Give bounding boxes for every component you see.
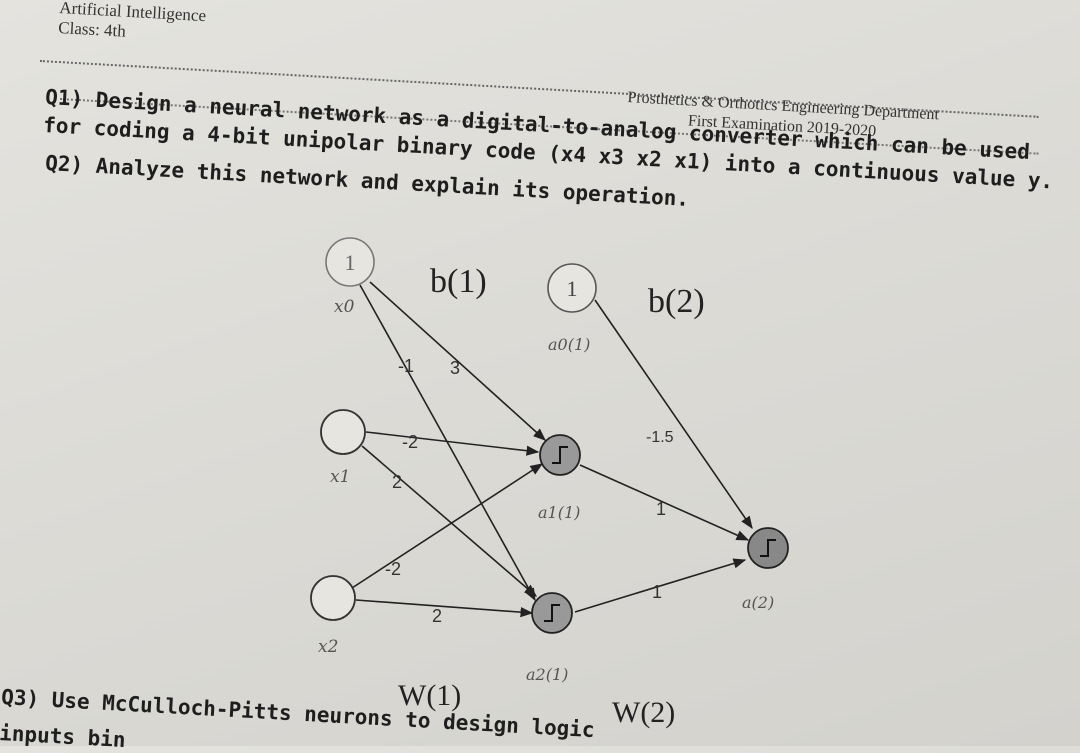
label-a2-1: a2(1)	[526, 665, 568, 684]
label-W2: W(2)	[612, 696, 675, 729]
label-a-2: a(2)	[742, 593, 774, 612]
weight-b2-out: -1.5	[646, 429, 674, 446]
edge-a2-out	[574, 558, 747, 613]
bias-node-2-label: 1	[567, 276, 578, 301]
input-node-x1	[320, 409, 366, 455]
bias-node-1	[325, 237, 375, 287]
weight-x0-a2: -1	[398, 356, 414, 376]
input-node-x2	[310, 575, 356, 621]
weight-x2-a1: -2	[385, 559, 401, 579]
weight-x2-a2: 2	[432, 606, 442, 626]
step-icon	[544, 604, 560, 622]
edge-x2-a2	[355, 599, 534, 618]
edge-x1-a2	[361, 445, 537, 597]
edge-x2-a1	[351, 463, 544, 589]
label-a1-1: a1(1)	[538, 503, 580, 522]
edge-x0-a1	[369, 281, 546, 441]
weight-a1-out: 1	[656, 499, 666, 519]
bias-node-2	[547, 263, 597, 313]
weight-x1-a1: -2	[402, 432, 418, 452]
label-x1: x1	[330, 467, 350, 487]
edge-b2-out	[594, 299, 753, 530]
edge-x0-a2	[359, 284, 536, 602]
label-x0: x0	[334, 297, 355, 317]
label-b2: b(2)	[648, 283, 705, 320]
weight-a2-out: 1	[652, 582, 662, 602]
edge-x1-a1	[365, 431, 540, 456]
label-x2: x2	[318, 637, 338, 657]
step-icon	[552, 446, 568, 464]
bias-node-1-label: 1	[345, 250, 356, 275]
edge-a1-out	[579, 464, 750, 541]
weight-x1-a2: 2	[392, 472, 402, 492]
label-W1: W(1)	[398, 679, 461, 712]
label-a0-1: a0(1)	[548, 335, 590, 354]
step-icon	[760, 539, 776, 557]
label-b1: b(1)	[430, 263, 487, 300]
weight-x0-a1: 3	[450, 358, 460, 378]
